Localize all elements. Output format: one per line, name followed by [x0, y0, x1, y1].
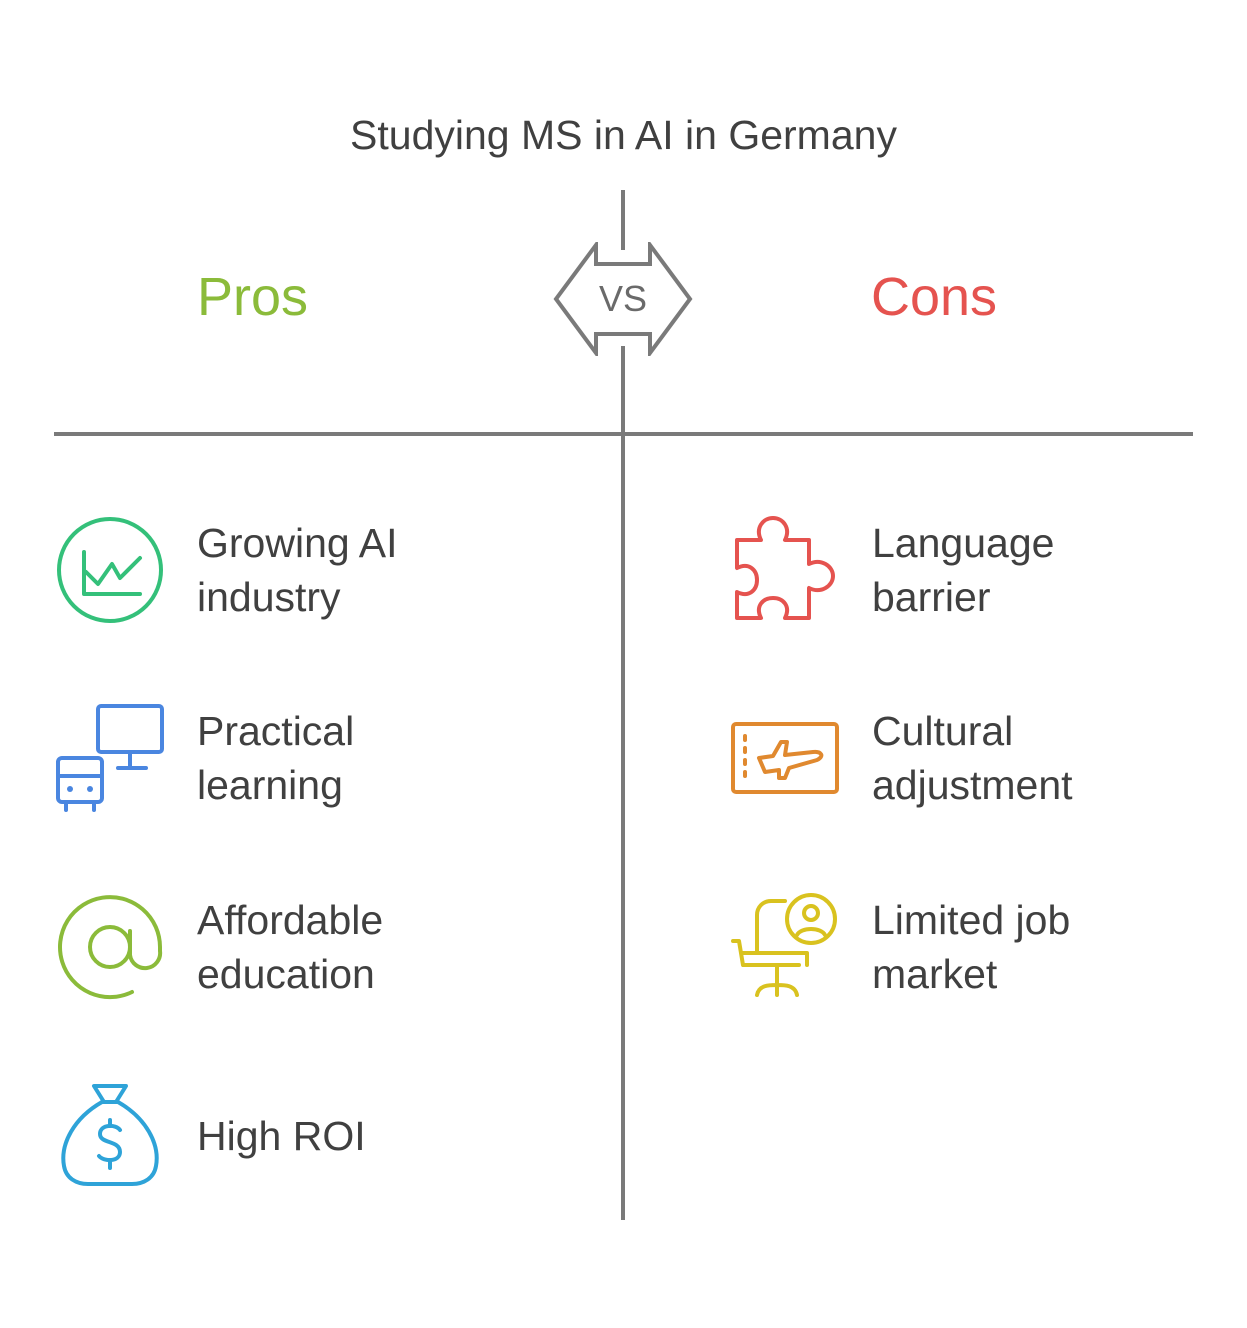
- vertical-divider-top: [621, 190, 625, 250]
- pros-heading: Pros: [197, 267, 309, 327]
- at-sign-icon: [58, 895, 163, 1000]
- puzzle-icon: [735, 516, 835, 620]
- computer-bus-icon: [56, 704, 164, 812]
- vs-badge-icon: [553, 242, 693, 356]
- pros-item-label: Growing AI industry: [197, 520, 398, 620]
- cons-item-label: Limited job market: [872, 897, 1071, 997]
- cons-item-label: Language barrier: [872, 520, 1055, 620]
- pros-item-label: High ROI: [197, 1113, 366, 1159]
- airplane-ticket-icon: [731, 722, 839, 794]
- cons-item-label: Cultural adjustment: [872, 708, 1073, 808]
- diagram-title: Studying MS in AI in Germany: [350, 112, 897, 158]
- money-bag-icon: [61, 1084, 159, 1186]
- vs-label: VS: [598, 278, 648, 319]
- vertical-divider: [621, 346, 625, 1220]
- horizontal-divider: [54, 432, 1193, 436]
- cons-heading: Cons: [871, 267, 998, 327]
- chair-person-icon: [731, 893, 837, 997]
- pros-item-label: Affordable education: [197, 897, 384, 997]
- chart-trend-icon: [57, 517, 163, 623]
- pros-item-label: Practical learning: [197, 708, 355, 808]
